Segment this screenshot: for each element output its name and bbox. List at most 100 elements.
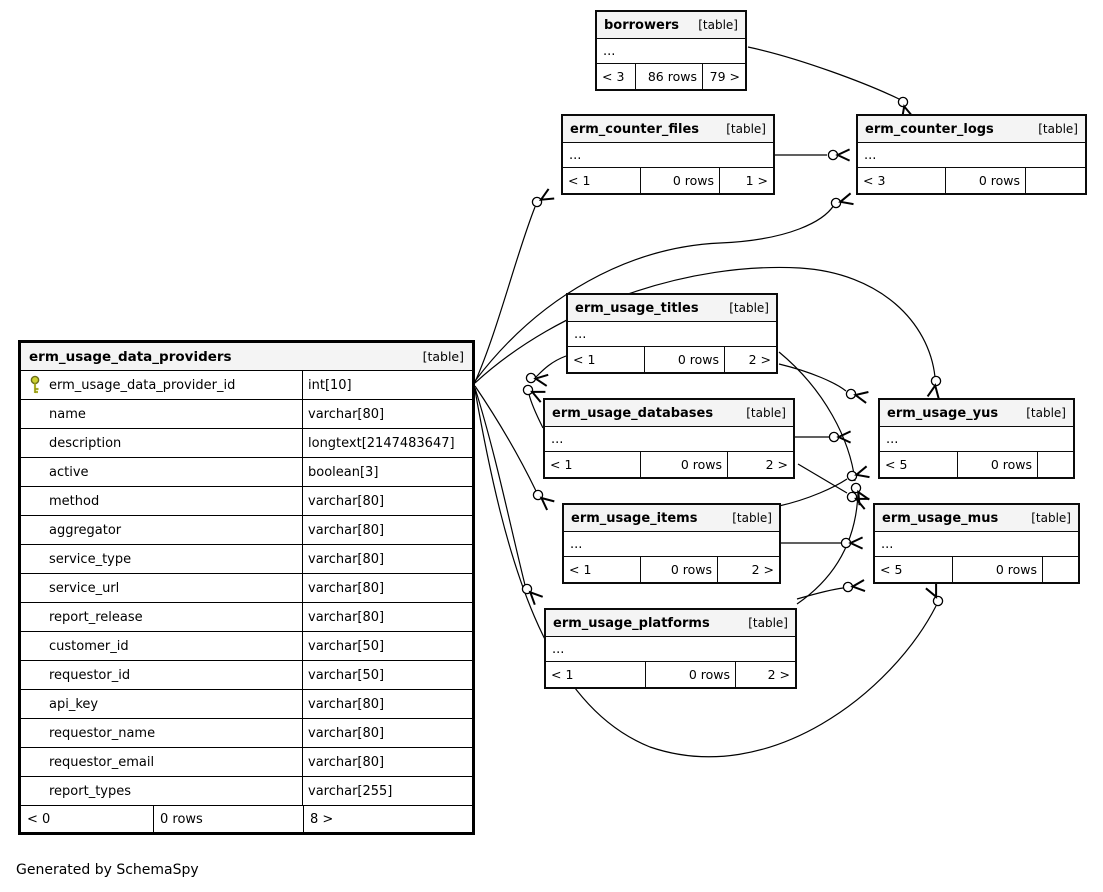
column-name: requestor_id [21,661,303,689]
table-name: erm_usage_mus [882,510,999,526]
crowfoot-connector-icon [845,388,869,404]
table-header: erm_usage_titles[table] [568,295,776,322]
parents-count: < 5 [885,457,908,472]
column-type: longtext[2147483647] [308,435,455,451]
column-row[interactable]: requestor_name varchar[80] [21,719,472,748]
parents-count: < 0 [27,811,51,827]
row-count: 0 rows [640,168,719,193]
row-count: 0 rows [640,557,717,582]
column-type: varchar[80] [308,754,385,770]
table-box-erm_usage_data_providers[interactable]: erm_usage_data_providers [table] erm_usa… [18,340,475,835]
relationship-line [778,478,848,507]
table-name: borrowers [604,17,679,33]
parents-count: < 5 [880,562,903,577]
table-header: erm_counter_logs[table] [858,116,1085,143]
column-name-label: report_release [49,609,143,625]
column-type: varchar[80] [308,580,385,596]
crowfoot-connector-icon [532,489,555,511]
table-name: erm_counter_logs [865,121,994,137]
column-name: api_key [21,690,303,718]
relationship-line [528,393,544,429]
relationship-line [474,387,526,586]
relationship-line [474,385,537,492]
column-name: method [21,487,303,515]
column-type: varchar[80] [308,609,385,625]
row-count: 86 rows [635,64,702,89]
table-tag: [table] [422,349,464,364]
parents-count: < 1 [568,173,591,188]
crowfoot-connector-icon [522,384,546,403]
table-name: erm_usage_data_providers [29,348,232,365]
column-name-label: aggregator [49,522,122,538]
table-tag: [table] [1026,406,1066,420]
column-row[interactable]: erm_usage_data_provider_id int[10] [21,371,472,400]
row-count: 0 rows [644,347,724,372]
column-type: varchar[80] [308,522,385,538]
column-name: erm_usage_data_provider_id [21,371,303,399]
column-row[interactable]: aggregator varchar[80] [21,516,472,545]
crowfoot-connector-icon [531,188,555,208]
crowfoot-connector-icon [850,482,870,506]
parents-count: < 1 [551,667,574,682]
children-count: 2 > [735,662,795,687]
column-row[interactable]: report_release varchar[80] [21,603,472,632]
table-header: erm_usage_items [table] [564,505,779,532]
table-name: erm_usage_items [571,510,698,526]
columns-ellipsis: ... [858,143,1085,168]
table-tag: [table] [732,511,772,525]
table-name: erm_usage_yus [887,405,999,421]
row-count: 0 rows [640,452,727,477]
row-count: 0 rows [957,452,1037,477]
columns-ellipsis: ... [875,532,1078,557]
column-name-label: requestor_name [49,725,156,741]
children-count: 2 > [724,347,776,372]
column-name-label: requestor_id [49,667,131,683]
column-name-label: method [49,493,100,509]
parents-count: < 1 [573,352,596,367]
column-row[interactable]: name varchar[80] [21,400,472,429]
table-name: erm_counter_files [570,121,700,137]
column-type: varchar[80] [308,725,385,741]
crowfoot-connector-icon [828,430,852,444]
column-name: name [21,400,303,428]
children-count: 79 > [702,64,745,89]
crowfoot-connector-icon [525,372,549,387]
crowfoot-connector-icon [846,465,870,482]
table-tag: [table] [729,301,769,315]
children-count: 1 > [719,168,773,193]
children-count: 2 > [717,557,779,582]
table-header: erm_usage_platforms[table] [546,610,795,637]
table-header: erm_usage_mus[table] [875,505,1078,532]
column-name: requestor_name [21,719,303,747]
column-name-label: name [49,406,86,422]
column-type: int[10] [308,377,352,393]
parents-count: < 3 [602,69,625,84]
children-count [1025,168,1085,193]
column-type: varchar[80] [308,406,385,422]
